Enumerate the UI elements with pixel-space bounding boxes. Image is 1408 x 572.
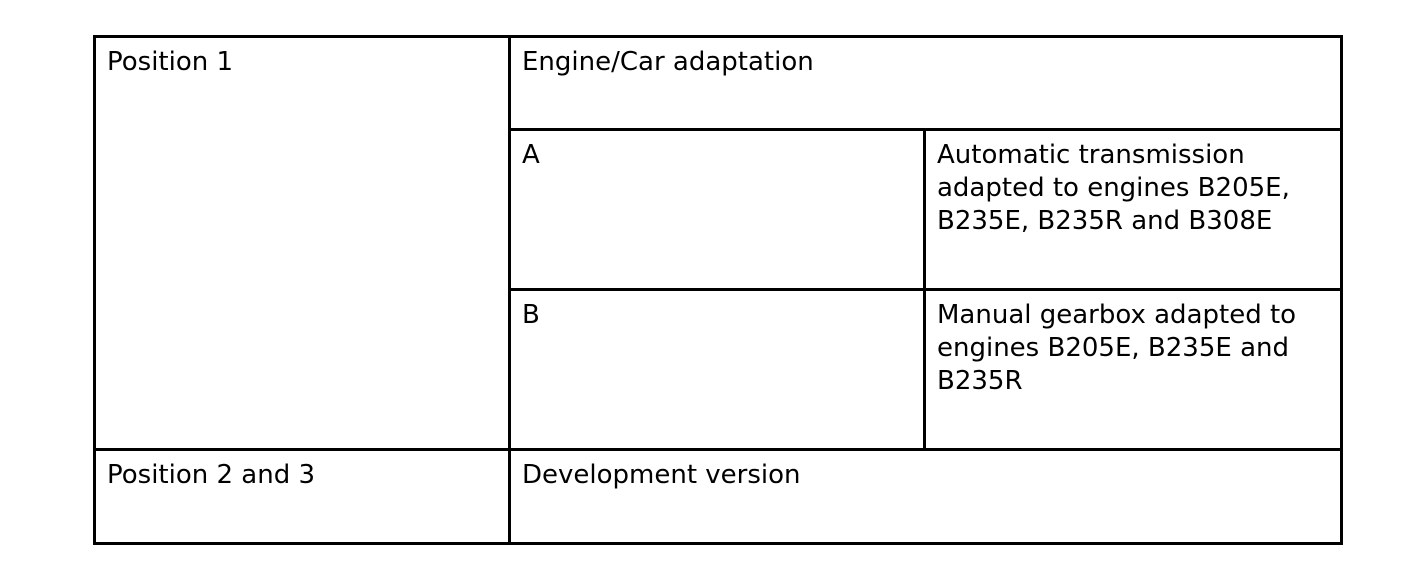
table-row-code-a: A Automatic transmission adapted to engi…	[95, 128, 1343, 291]
cell-code-b-description: Manual gearbox adapted to engines B205E,…	[923, 288, 1343, 451]
table-row-code-b: B Manual gearbox adapted to engines B205…	[95, 288, 1343, 451]
cell-code-a-description: Automatic transmission adapted to engine…	[923, 128, 1343, 291]
table-row-position-2-3: Position 2 and 3 Development version	[93, 448, 1343, 545]
table-row-position-1: Position 1 Engine/Car adaptation	[93, 35, 1343, 451]
cell-position-1-label: Position 1	[93, 35, 511, 451]
cell-position-2-3-label: Position 2 and 3	[93, 448, 511, 545]
cell-code-b: B	[508, 288, 926, 451]
cell-code-a: A	[508, 128, 926, 291]
designation-code-table: Position 1 Engine/Car adaptation A Autom…	[93, 35, 1343, 545]
cell-position-1-category: Engine/Car adaptation	[508, 35, 1343, 131]
cell-position-2-3-description: Development version	[508, 448, 1343, 545]
